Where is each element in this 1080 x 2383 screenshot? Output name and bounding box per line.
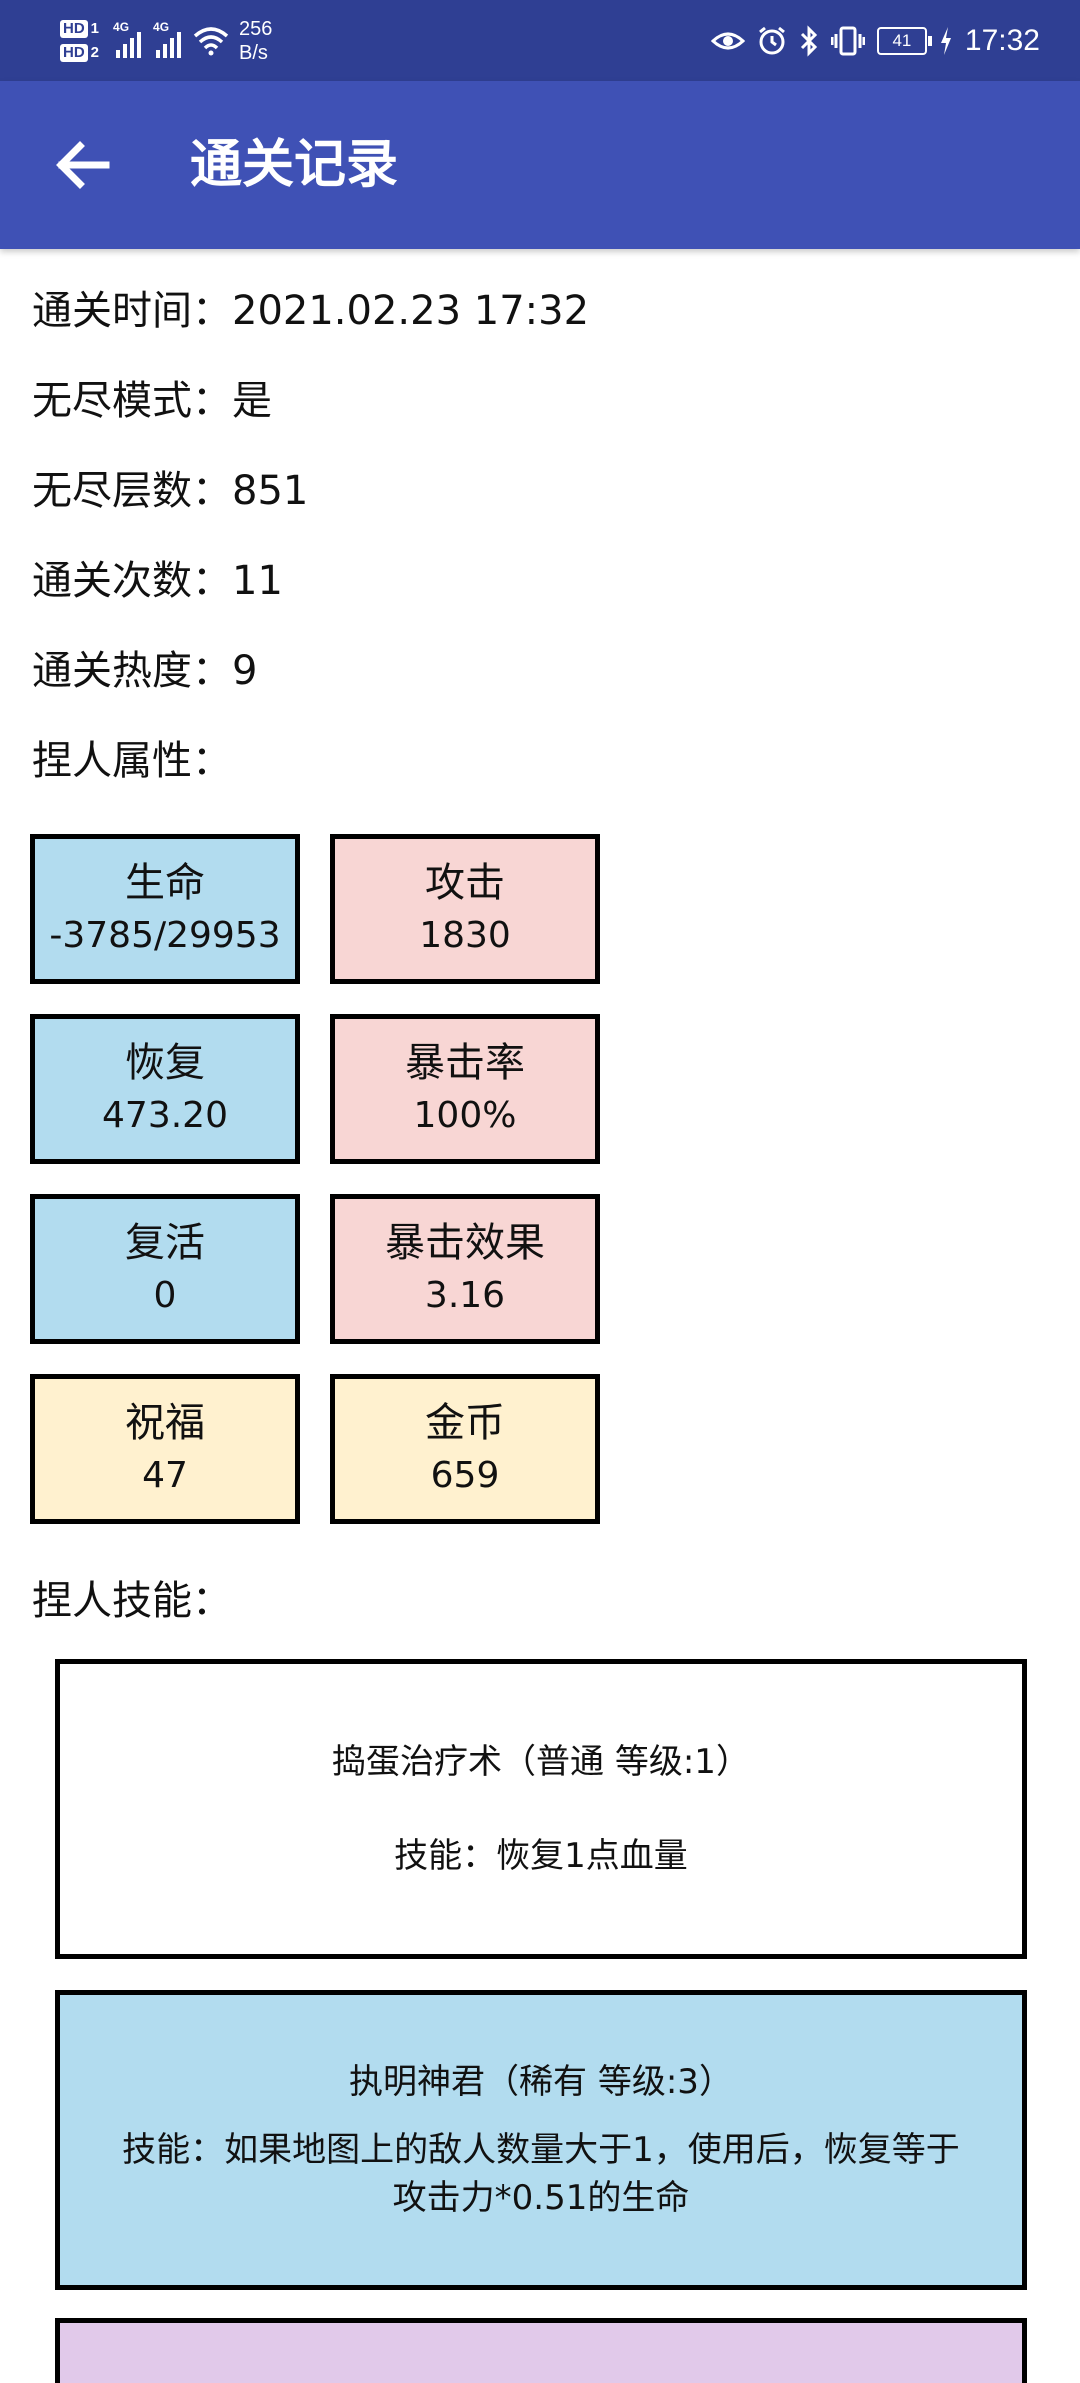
app-bar: 通关记录 [0,81,1080,249]
skill-desc: 技能：恢复1点血量 [394,1836,688,1876]
attr-value: -3785/29953 [49,915,281,956]
signal-bar [177,32,182,58]
signal-icon-2: 4G [153,20,182,58]
page-title: 通关记录 [190,135,399,195]
attr-label: 攻击 [425,860,505,906]
signal-bar [123,44,128,58]
attributes-heading: 捏人属性： [32,738,232,784]
status-right: 41 17:32 [710,0,1040,81]
signal-bar [137,32,142,58]
attr-value: 3.16 [424,1275,506,1316]
attr-label: 祝福 [125,1400,205,1446]
attr-label: 复活 [125,1220,205,1266]
signal-bar [156,50,161,58]
skill-desc: 技能：如果地图上的敌人数量大于1，使用后，恢复等于攻击力*0.51的生命 [122,2130,960,2218]
speed-value: 256 [239,18,273,40]
clear-heat-value: 9 [232,648,258,694]
signal2-label: 4G [153,20,170,34]
back-button[interactable] [42,125,122,205]
info-clear-count: 通关次数：11 [32,551,283,611]
signal1-label: 4G [113,20,130,34]
skill-card: 执明神君（稀有 等级:3） 技能：如果地图上的敌人数量大于1，使用后，恢复等于攻… [55,1990,1027,2290]
attr-value: 100% [413,1095,517,1136]
attr-label: 暴击率 [405,1040,525,1086]
attr-label: 恢复 [125,1040,205,1086]
hd1-sub: 1 [90,20,100,37]
info-endless-floors: 无尽层数：851 [32,461,308,521]
battery-level: 41 [892,30,912,50]
endless-floors-value: 851 [232,468,309,514]
info-clear-time: 通关时间：2021.02.23 17:32 [32,281,589,341]
speed-unit: B/s [239,42,268,64]
attr-label: 暴击效果 [385,1220,545,1266]
info-clear-heat: 通关热度：9 [32,641,257,701]
skill-card: 捣蛋治疗术（普通 等级:1） 技能：恢复1点血量 [55,1659,1027,1959]
clear-count-value: 11 [232,558,283,604]
signal-bar [130,38,135,58]
signal-bar [170,38,175,58]
attr-value: 659 [430,1455,500,1496]
endless-floors-label: 无尽层数： [32,468,232,514]
attr-card-recovery: 恢复 473.20 [30,1014,300,1164]
status-time: 17:32 [964,23,1040,57]
skills-heading: 捏人技能： [32,1578,232,1624]
info-endless-mode: 无尽模式：是 [32,371,272,431]
wifi-icon [193,27,229,56]
network-speed: 256 B/s [239,17,272,65]
endless-mode-value: 是 [232,378,272,424]
attr-card-life: 生命 -3785/29953 [30,834,300,984]
bluetooth-icon [800,24,818,57]
clear-count-label: 通关次数： [32,558,232,604]
attr-value: 473.20 [102,1095,228,1136]
attr-value: 0 [153,1275,177,1316]
alarm-icon [758,26,785,54]
skill-title: 捣蛋治疗术（普通 等级:1） [332,1742,750,1782]
battery-icon: 41 [876,26,932,55]
signal-bar [116,50,121,58]
attr-card-attack: 攻击 1830 [330,834,600,984]
hd1-label: HD [60,20,88,38]
eye-icon [710,32,745,49]
charging-icon [940,26,951,55]
clear-heat-label: 通关热度： [32,648,232,694]
signal-icon-1: 4G [113,20,142,58]
attr-value: 47 [142,1455,188,1496]
attr-value: 1830 [419,915,511,956]
skill-card-partial [55,2318,1027,2383]
attr-card-blessing: 祝福 47 [30,1374,300,1524]
hd2-label: HD [60,44,88,62]
attr-card-revive: 复活 0 [30,1194,300,1344]
attr-card-crit-effect: 暴击效果 3.16 [330,1194,600,1344]
clear-time-value: 2021.02.23 17:32 [232,288,590,334]
clear-time-label: 通关时间： [32,288,232,334]
attr-card-gold: 金币 659 [330,1374,600,1524]
arrow-back-icon [56,141,110,189]
attr-card-crit-rate: 暴击率 100% [330,1014,600,1164]
vibrate-icon [830,26,865,55]
hd2-sub: 2 [90,44,100,61]
endless-mode-label: 无尽模式： [32,378,232,424]
signal-bar [163,44,168,58]
skill-title: 执明神君（稀有 等级:3） [349,2062,733,2102]
attr-label: 金币 [425,1400,505,1446]
attr-label: 生命 [125,860,205,906]
